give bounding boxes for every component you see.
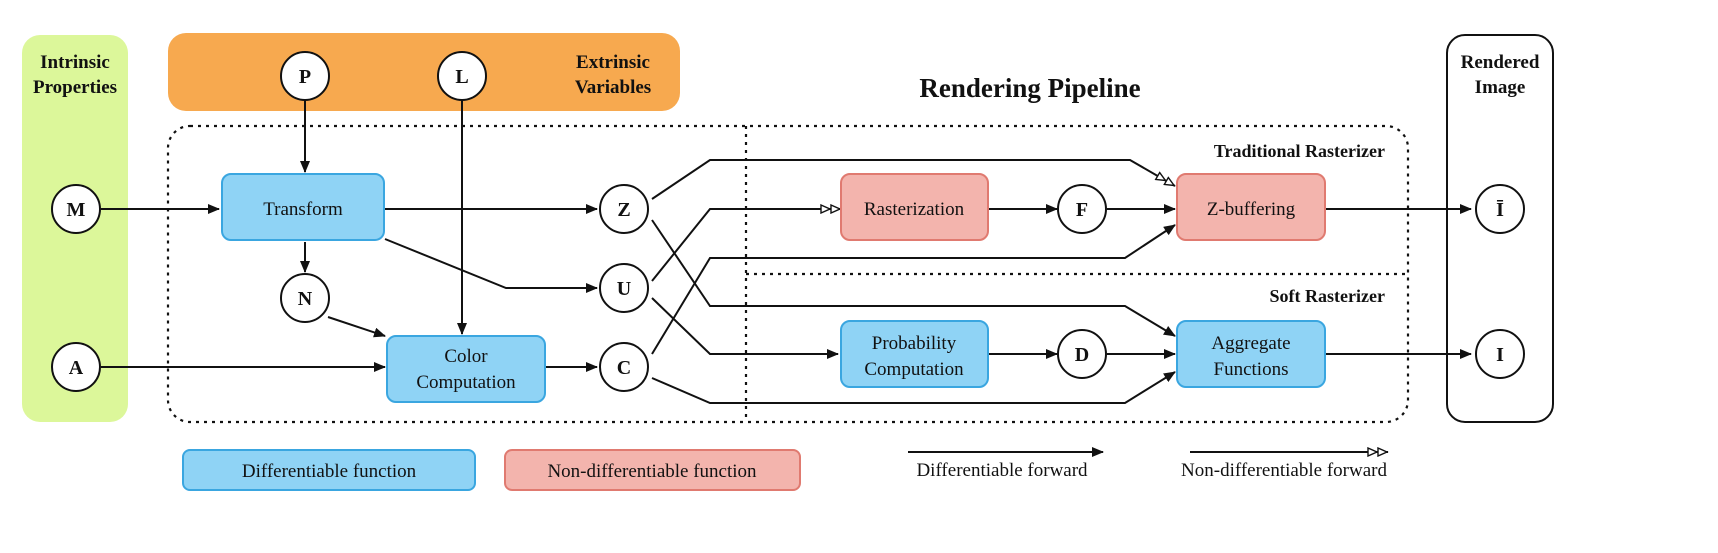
color-label-line1: Color — [444, 346, 488, 367]
zbuffering-function-box: Z-buffering — [1176, 173, 1326, 241]
aggregate-functions-function-box: Aggregate Functions — [1176, 320, 1326, 388]
aggregate-label-line2: Functions — [1214, 359, 1289, 380]
pipeline-title: Rendering Pipeline — [919, 73, 1140, 103]
probability-label-line1: Probability — [872, 333, 957, 354]
svg-text:L: L — [455, 66, 468, 88]
edge-c-aggregate — [651, 371, 1176, 404]
svg-text:C: C — [617, 357, 631, 379]
legend-nondiff-forward: Non-differentiable forward — [1181, 452, 1388, 481]
svg-text:M: M — [67, 199, 86, 221]
rasterization-function-box: Rasterization — [840, 173, 989, 241]
svg-text:U: U — [617, 278, 631, 300]
color-computation-function-box: Color Computation — [386, 335, 546, 403]
node-p: P — [280, 51, 330, 101]
svg-text:Non-differentiable function: Non-differentiable function — [547, 461, 757, 482]
svg-text:Differentiable forward: Differentiable forward — [916, 460, 1088, 481]
svg-text:Non-differentiable forward: Non-differentiable forward — [1181, 460, 1387, 481]
svg-text:D: D — [1075, 344, 1089, 366]
edge-n-color — [327, 316, 386, 338]
edge-z-aggregate — [651, 219, 1176, 337]
svg-text:Z: Z — [617, 199, 630, 221]
svg-text:P: P — [299, 66, 311, 88]
transform-function-box: Transform — [221, 173, 385, 241]
extrinsic-label-line2: Variables — [575, 77, 651, 98]
node-d: D — [1057, 329, 1107, 379]
edge-transform-u — [384, 238, 598, 293]
edges — [101, 100, 1472, 404]
probability-computation-function-box: Probability Computation — [840, 320, 989, 388]
node-f: F — [1057, 184, 1107, 234]
svg-text:F: F — [1076, 199, 1088, 221]
edge-c-zbuffering — [651, 224, 1176, 355]
legend: Differentiable function Non-differentiab… — [182, 447, 1388, 491]
legend-diff-function: Differentiable function — [182, 449, 476, 491]
node-l: L — [437, 51, 487, 101]
node-i-bar: Ī — [1475, 184, 1525, 234]
transform-label: Transform — [263, 199, 343, 220]
node-z: Z — [599, 184, 649, 234]
node-u: U — [599, 263, 649, 313]
svg-text:I: I — [1496, 344, 1504, 366]
extrinsic-label-line1: Extrinsic — [576, 52, 650, 73]
rendered-label-line2: Image — [1475, 77, 1526, 98]
edge-u-rasterization — [651, 209, 841, 282]
probability-label-line2: Computation — [864, 359, 964, 380]
svg-text:N: N — [298, 288, 313, 310]
node-c: C — [599, 342, 649, 392]
edge-u-probability — [651, 297, 839, 359]
intrinsic-label-line2: Properties — [33, 77, 117, 98]
node-i: I — [1475, 329, 1525, 379]
svg-text:Ī: Ī — [1496, 199, 1504, 221]
svg-text:Differentiable function: Differentiable function — [242, 461, 417, 482]
zbuffering-label: Z-buffering — [1207, 199, 1296, 220]
edge-z-zbuffering — [651, 159, 1175, 200]
intrinsic-label-line1: Intrinsic — [40, 52, 110, 73]
pipeline-dotted-region — [166, 124, 1410, 424]
traditional-rasterizer-label: Traditional Rasterizer — [1214, 141, 1385, 161]
soft-rasterizer-label: Soft Rasterizer — [1270, 286, 1385, 306]
legend-nondiff-function: Non-differentiable function — [504, 449, 801, 491]
node-a: A — [51, 342, 101, 392]
color-label-line2: Computation — [416, 372, 516, 393]
rasterization-label: Rasterization — [864, 199, 965, 220]
rendered-label-line1: Rendered — [1461, 52, 1540, 73]
node-n: N — [280, 273, 330, 323]
aggregate-label-line1: Aggregate — [1211, 333, 1290, 354]
svg-text:A: A — [69, 357, 84, 379]
node-m: M — [51, 184, 101, 234]
legend-diff-forward: Differentiable forward — [908, 447, 1104, 481]
